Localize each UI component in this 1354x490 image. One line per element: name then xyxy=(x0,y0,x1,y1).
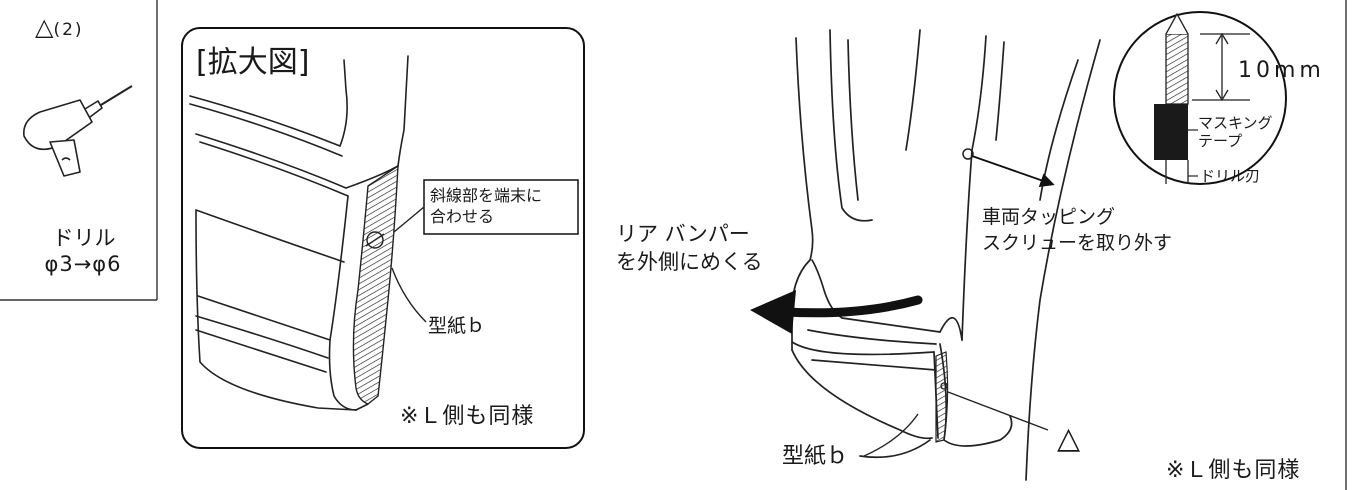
drill-bit-label: ドリル刃 xyxy=(1200,167,1261,185)
callout-line-1: 斜線部を端末に xyxy=(430,186,543,205)
enlarged-view-title: [拡大図] xyxy=(196,45,310,80)
main-view-note: ※Ｌ側も同様 xyxy=(1166,458,1301,483)
screw-hole xyxy=(962,148,974,160)
masking-tape-line-1: マスキング xyxy=(1198,114,1273,132)
callout-line-2: 合わせる xyxy=(430,206,495,226)
masking-tape-line-2: テープ xyxy=(1198,132,1243,150)
screw-instruction: 車両タッピング スクリューを取り外す xyxy=(982,205,1172,256)
drill-icon xyxy=(23,85,133,177)
drill-bit-detail xyxy=(1113,11,1287,185)
template-b-strip xyxy=(352,164,399,405)
tool-spec: φ3→φ6 xyxy=(44,252,122,276)
dimension-label: 10mm xyxy=(1238,58,1325,83)
screw-removal-arrow xyxy=(971,155,1055,187)
template-b-on-car xyxy=(935,351,949,443)
enlarged-bumper-drawing xyxy=(189,55,409,411)
bumper-instruction-line-2: を外側にめくる xyxy=(616,250,763,275)
template-label-enlarged: 型紙ｂ xyxy=(428,315,486,337)
bumper-flip-arrow xyxy=(781,295,923,318)
template-label-main: 型紙ｂ xyxy=(782,444,849,469)
triangle-marker: △ xyxy=(1057,421,1081,456)
hole-marker xyxy=(365,231,385,249)
bumper-instruction: リア バンパー を外側にめくる xyxy=(616,220,763,277)
tool-name: ドリル xyxy=(52,226,116,250)
tool-symbol: △(2) xyxy=(35,13,84,41)
tool-count: (2) xyxy=(53,20,84,40)
screw-instruction-line-1: 車両タッピング xyxy=(982,206,1116,228)
enlarged-view-note: ※Ｌ側も同様 xyxy=(400,404,535,429)
enlarged-view-panel xyxy=(181,27,585,449)
masking-tape-label: マスキング テープ xyxy=(1198,114,1273,150)
screw-instruction-line-2: スクリューを取り外す xyxy=(982,231,1173,254)
callout-text: 斜線部を端末に 合わせる xyxy=(430,186,542,228)
bumper-instruction-line-1: リア バンパー xyxy=(616,222,750,246)
bumper-flip-arrowhead xyxy=(750,290,796,334)
